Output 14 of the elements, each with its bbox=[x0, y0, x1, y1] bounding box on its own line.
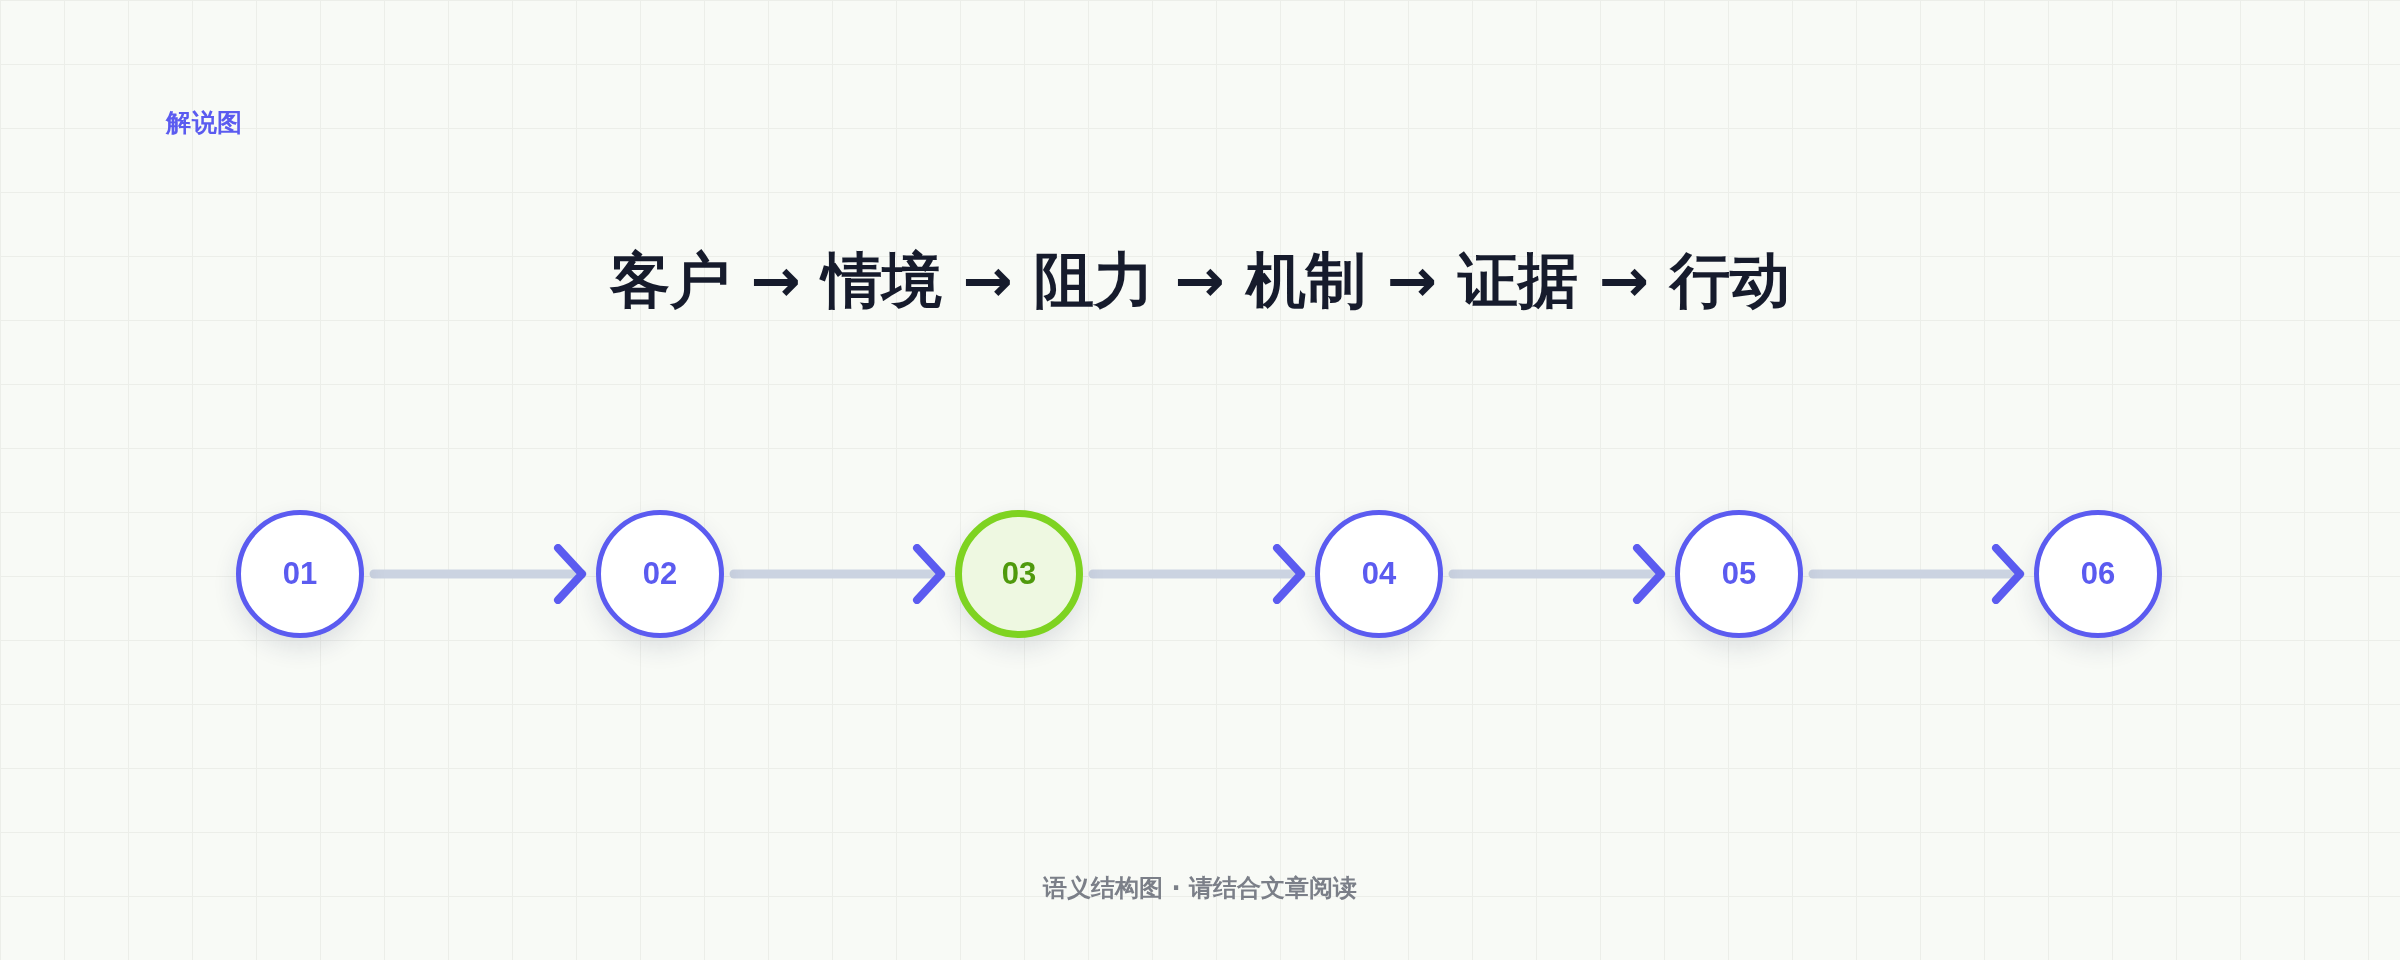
arrow bbox=[1088, 544, 1306, 604]
arrow bbox=[729, 544, 946, 604]
header-label: 解说图 bbox=[166, 107, 243, 139]
step-number: 04 bbox=[1361, 554, 1397, 593]
arrow bbox=[1448, 544, 1666, 604]
step-number: 02 bbox=[642, 554, 678, 593]
arrow bbox=[369, 544, 587, 604]
step-number: 01 bbox=[282, 554, 318, 593]
step-number: 05 bbox=[1721, 554, 1757, 593]
title: 客户 → 情境 → 阻力 → 机制 → 证据 → 行动 bbox=[609, 244, 1791, 317]
arrow bbox=[1808, 544, 2025, 604]
caption: 语义结构图 · 请结合文章阅读 bbox=[1043, 873, 1357, 904]
step-number: 03 bbox=[1001, 554, 1037, 593]
step-number: 06 bbox=[2080, 554, 2116, 593]
